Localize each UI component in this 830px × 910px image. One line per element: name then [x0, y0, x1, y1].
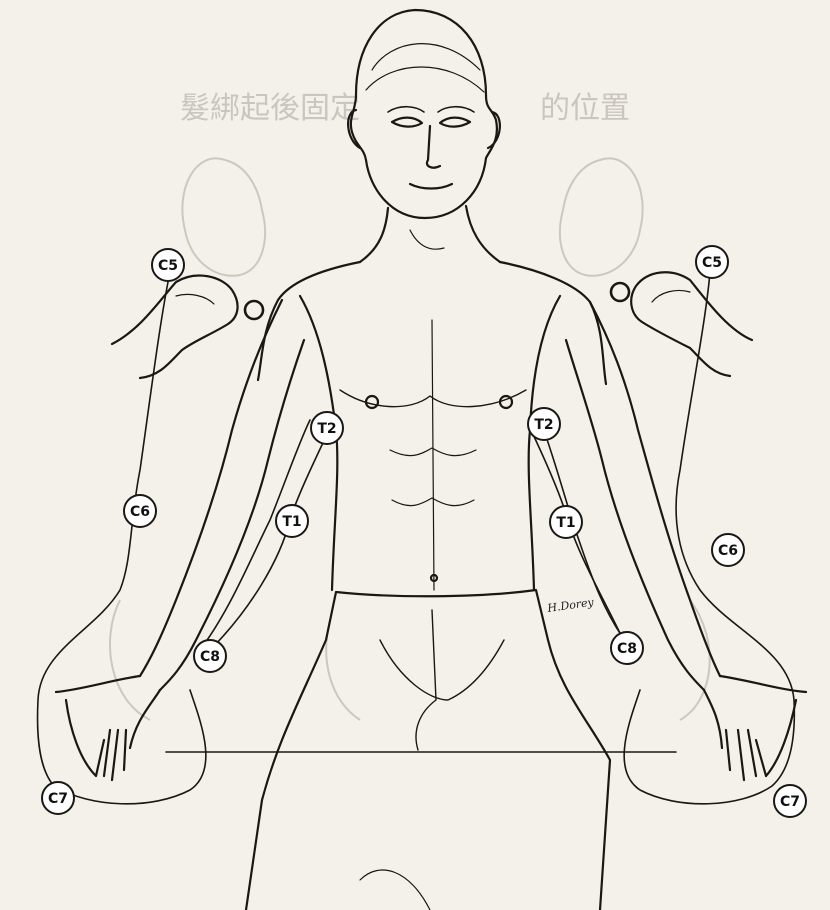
label-c5-left-text: C5: [158, 258, 178, 274]
label-c8-right: C8: [611, 632, 643, 664]
label-c6-left: C6: [124, 495, 156, 527]
left-eye: [392, 118, 422, 127]
examiner-hand-right: [631, 272, 752, 376]
label-c7-right-text: C7: [780, 794, 800, 810]
label-t2-left: T2: [311, 412, 343, 444]
label-t1-left: T1: [276, 505, 308, 537]
label-t2-right: T2: [528, 408, 560, 440]
label-t2-left-text: T2: [317, 421, 336, 437]
label-c5-right: C5: [696, 246, 728, 278]
artist-signature: H.Dorey: [546, 596, 596, 616]
label-c8-left: C8: [194, 640, 226, 672]
label-c5-left: C5: [152, 249, 184, 281]
label-t1-right-text: T1: [556, 515, 575, 531]
shorts-outline: [246, 590, 610, 910]
label-c6-right: C6: [712, 534, 744, 566]
left-hand: [56, 676, 160, 780]
label-c8-right-text: C8: [617, 641, 637, 657]
label-c6-left-text: C6: [130, 504, 150, 520]
label-t1-right: T1: [550, 506, 582, 538]
label-t2-right-text: T2: [534, 417, 553, 433]
head-outline: [351, 10, 497, 218]
bleed-text-top-right: 的位置: [540, 91, 630, 126]
label-c5-right-text: C5: [702, 255, 722, 271]
right-hand: [704, 676, 806, 780]
label-c8-left-text: C8: [200, 649, 220, 665]
label-c7-left: C7: [42, 782, 74, 814]
label-c6-right-text: C6: [718, 543, 738, 559]
label-c7-left-text: C7: [48, 791, 68, 807]
bleed-text-top-left: 髮綁起後固定: [180, 91, 360, 126]
examiner-hand-left: [112, 276, 238, 378]
right-eye: [440, 118, 470, 127]
mouth: [410, 184, 452, 189]
label-t1-left-text: T1: [282, 514, 301, 530]
label-c7-right: C7: [774, 785, 806, 817]
dermatome-lines: [38, 272, 795, 804]
